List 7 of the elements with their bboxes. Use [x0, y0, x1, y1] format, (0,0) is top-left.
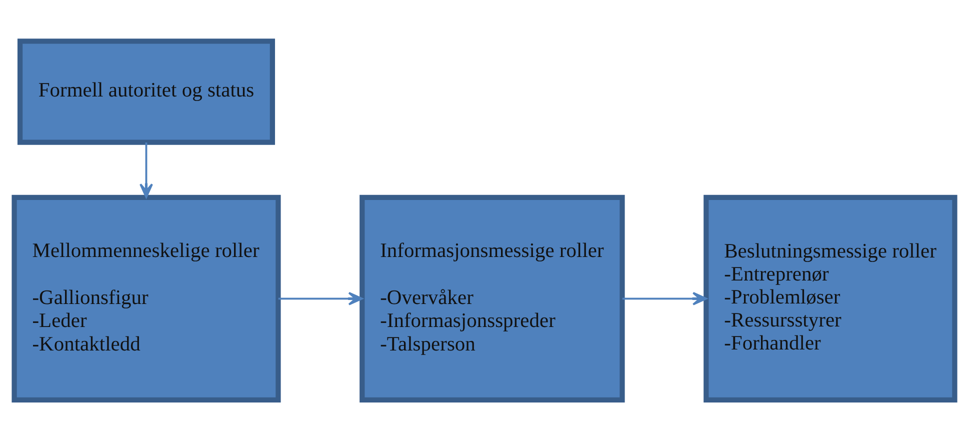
arrow: [140, 142, 153, 198]
arrow: [278, 292, 363, 306]
node-box: Beslutningsmessige roller -Entreprenør -Problemløser -Ressursstyrer -Forhandler: [704, 194, 958, 402]
node-box: Formell autoritet og status: [17, 38, 276, 145]
node-box: Informasjonsmessige roller -Overvåker -Informasjonsspreder -Talsperson: [360, 194, 625, 402]
node-box: Mellommenneskelige roller -Gallionsfigur -Leder -Kontaktledd: [12, 194, 281, 402]
arrow: [622, 292, 708, 306]
